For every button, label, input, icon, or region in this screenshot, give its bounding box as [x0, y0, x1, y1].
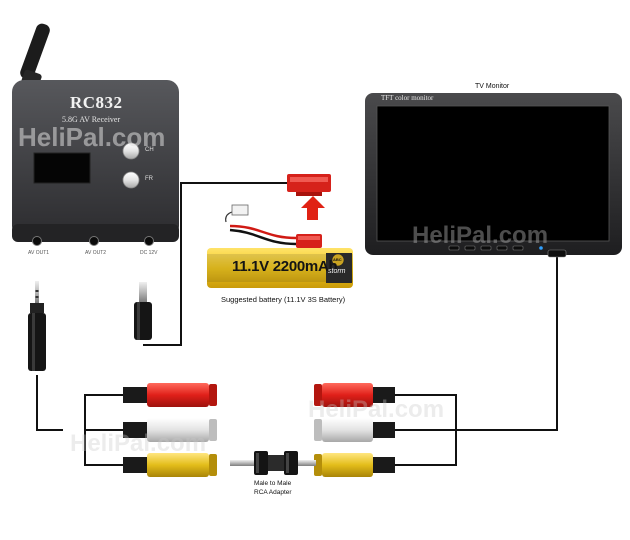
receiver-model: RC832 — [70, 93, 123, 112]
monitor-screen-label: TFT color monitor — [381, 94, 434, 102]
watermark-center: HeliPal.com — [308, 396, 445, 423]
port-label-av-out2: AV OUT2 — [85, 250, 107, 256]
adapter-caption-line2: RCA Adapter — [254, 489, 292, 496]
receiver-body — [12, 80, 179, 238]
rca-right-yellow — [314, 453, 395, 477]
battery-caption: Suggested battery (11.1V 3S Battery) — [221, 295, 346, 304]
av-wire — [36, 375, 63, 431]
dc-barrel-plug — [134, 282, 152, 340]
rca-left-yellow — [123, 453, 217, 477]
battery-jst — [296, 234, 322, 248]
rca-right-red — [314, 383, 395, 407]
monitor-input-jack — [547, 249, 567, 258]
male-to-male-rca-adapter — [230, 451, 316, 475]
av-out1-port — [32, 236, 42, 246]
ch-label: CH — [145, 147, 154, 153]
dc-port — [144, 236, 154, 246]
power-led — [539, 246, 543, 250]
battery-lead — [229, 224, 297, 240]
wires — [36, 182, 558, 466]
receiver-display — [33, 152, 91, 184]
fr-label: FR — [145, 176, 153, 182]
watermark-receiver: HeliPal.com — [18, 122, 166, 152]
insert-arrow — [301, 196, 325, 220]
jst-connector — [287, 174, 331, 196]
power-wire — [143, 182, 287, 346]
monitor-title: TV Monitor — [475, 83, 510, 90]
battery-text: 11.1V 2200mAh — [232, 258, 338, 275]
ch-button — [122, 142, 140, 160]
rca-left-red — [123, 383, 217, 407]
av-out2-port — [89, 236, 99, 246]
av-35mm-plug — [28, 281, 46, 371]
monitor-buttons — [448, 245, 524, 251]
antenna — [20, 23, 50, 80]
watermark-monitor: HeliPal.com — [412, 222, 549, 249]
battery-badge-circle — [331, 253, 345, 267]
left-rca-bundle — [84, 394, 123, 466]
port-label-av-out1: AV OUT1 — [28, 250, 50, 256]
tv-monitor — [365, 93, 622, 258]
adapter-caption-line1: Male to Male — [254, 480, 292, 487]
battery-badge: ABC — [333, 257, 342, 262]
port-label-dc12v: DC 12V — [140, 250, 158, 256]
rca-left-white — [123, 418, 217, 442]
fr-button — [122, 171, 140, 189]
rc832-receiver — [12, 23, 179, 246]
monitor-screen — [377, 106, 609, 241]
receiver-subtitle: 5.8G AV Receiver — [62, 115, 121, 124]
battery-brand: storm — [328, 268, 346, 275]
lipo-battery — [207, 248, 353, 288]
balance-plug — [231, 204, 249, 216]
watermark-bottom: HeliPal.com — [70, 430, 207, 457]
monitor-wire — [456, 256, 558, 431]
rca-right-white — [314, 418, 395, 442]
